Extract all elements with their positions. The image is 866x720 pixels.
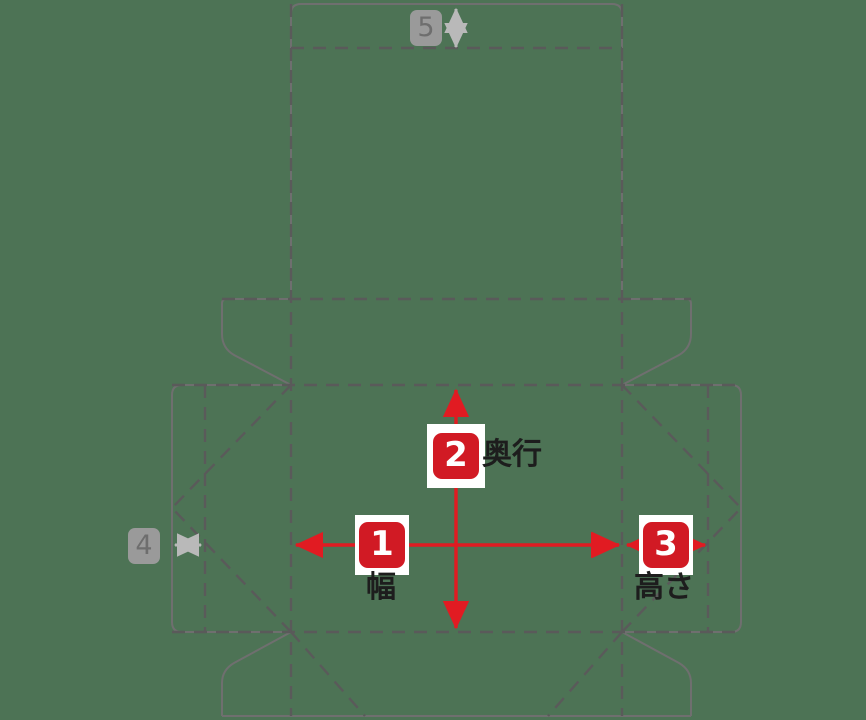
marker-1-number: 1 (359, 522, 405, 568)
crease-bottom-right-diagonal (547, 631, 623, 717)
lower-right-ear (621, 631, 692, 716)
marker-3-label: 高さ (634, 570, 694, 605)
marker-5: 5 (409, 9, 443, 47)
marker-1-label: 幅 (366, 570, 396, 605)
crease-diagonal-lower-right (621, 507, 742, 633)
marker-4: 4 (127, 527, 161, 565)
marker-2: 2 (427, 424, 485, 488)
upper-left-ear (221, 298, 292, 386)
right-side-panel-outline (622, 384, 742, 633)
marker-2-number: 2 (433, 433, 479, 479)
crease-diagonal-upper-right (621, 384, 742, 509)
crease-diagonal-lower-left (171, 507, 292, 633)
crease-bottom-left-diagonal (290, 631, 366, 717)
left-side-panel-outline (171, 384, 291, 633)
marker-1: 1 (355, 515, 409, 575)
marker-4-number: 4 (128, 528, 160, 564)
marker-3: 3 (639, 515, 693, 575)
lower-left-ear (221, 631, 292, 716)
marker-5-number: 5 (410, 10, 442, 46)
marker-3-number: 3 (643, 522, 689, 568)
crease-diagonal-upper-left (171, 384, 292, 509)
marker-2-label: 奥行 (482, 437, 542, 472)
upper-right-ear (621, 298, 692, 386)
